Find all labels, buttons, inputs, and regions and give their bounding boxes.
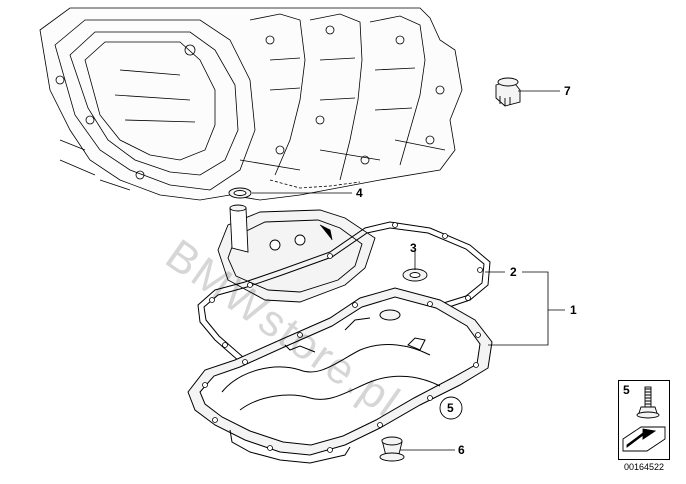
callout-labels: 7 4 3 2 1 6	[356, 84, 577, 457]
callout-5-circled: 5	[439, 396, 463, 420]
reference-box: 5	[618, 380, 670, 460]
drain-plug-part-6	[379, 436, 405, 462]
seal-ring-part-3	[402, 268, 428, 282]
oil-filter-part-4	[217, 187, 376, 303]
callout-4: 4	[356, 186, 363, 200]
reference-part-number: 5	[623, 383, 630, 397]
callout-7: 7	[564, 84, 571, 98]
callout-1: 1	[570, 303, 577, 317]
diagram-id: 00164522	[624, 462, 665, 472]
callout-3: 3	[410, 241, 417, 255]
transmission-housing	[39, 7, 463, 201]
leader-lines	[252, 90, 565, 451]
fill-plug-part-7	[495, 77, 521, 107]
callout-5: 5	[447, 401, 454, 415]
callout-2: 2	[510, 265, 517, 279]
oil-pan-bolt-holes	[202, 301, 481, 453]
bolt-icon	[622, 386, 666, 452]
arrow-icon	[622, 426, 666, 452]
callout-6: 6	[458, 443, 465, 457]
